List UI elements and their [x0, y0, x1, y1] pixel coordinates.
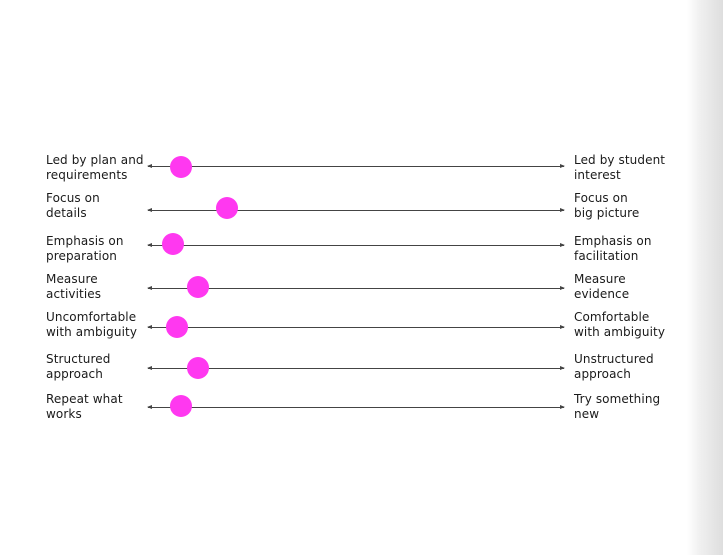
- right-label: Try something new: [574, 392, 661, 421]
- right-label: Measure evidence: [574, 272, 630, 301]
- slider-marker[interactable]: [186, 357, 209, 379]
- slider-marker[interactable]: [161, 233, 184, 255]
- right-label: Focus on big picture: [574, 191, 640, 220]
- right-label: Unstructured approach: [574, 352, 654, 381]
- right-label: Comfortable with ambiguity: [574, 310, 666, 339]
- scale-row-ambiguity: Uncomfortable with ambiguity Comfortable…: [0, 310, 723, 350]
- scale-track: [148, 407, 564, 408]
- slider-marker[interactable]: [216, 197, 239, 219]
- scale-row-details-vs-big-picture: Focus on details Focus on big picture: [0, 191, 723, 231]
- scale-row-plan-vs-interest: Led by plan and requirements Led by stud…: [0, 153, 723, 193]
- arrow-right-icon: [560, 405, 565, 409]
- arrow-right-icon: [560, 325, 565, 329]
- slider-marker[interactable]: [170, 395, 193, 417]
- arrow-right-icon: [560, 208, 565, 212]
- scale-row-preparation-vs-facilitation: Emphasis on preparation Emphasis on faci…: [0, 233, 723, 274]
- slider-marker[interactable]: [186, 276, 209, 298]
- arrow-right-icon: [560, 164, 565, 168]
- right-label: Led by student interest: [574, 153, 666, 182]
- scale-row-structured-vs-unstructured: Structured approach Unstructured approac…: [0, 352, 723, 392]
- scale-track: [148, 166, 564, 167]
- scale-track: [148, 327, 564, 328]
- scale-track: [148, 288, 564, 289]
- arrow-right-icon: [560, 243, 565, 247]
- scale-row-activities-vs-evidence: Measure activities Measure evidence: [0, 272, 723, 312]
- right-label: Emphasis on facilitation: [574, 234, 652, 263]
- left-label: Repeat what works: [46, 392, 123, 421]
- left-label: Measure activities: [46, 272, 102, 301]
- slider-marker[interactable]: [170, 156, 193, 178]
- scale-row-repeat-vs-try-new: Repeat what works Try something new: [0, 392, 723, 432]
- arrow-right-icon: [560, 286, 565, 290]
- scale-track: [148, 368, 564, 369]
- slider-marker[interactable]: [166, 316, 189, 338]
- left-label: Structured approach: [46, 352, 111, 381]
- page-edge-shadow: [687, 0, 723, 555]
- left-label: Emphasis on preparation: [46, 234, 124, 263]
- scale-track: [148, 245, 564, 246]
- scale-track: [148, 210, 564, 211]
- left-label: Led by plan and requirements: [46, 153, 144, 182]
- left-label: Focus on details: [46, 191, 100, 220]
- left-label: Uncomfortable with ambiguity: [46, 310, 138, 339]
- arrow-right-icon: [560, 366, 565, 370]
